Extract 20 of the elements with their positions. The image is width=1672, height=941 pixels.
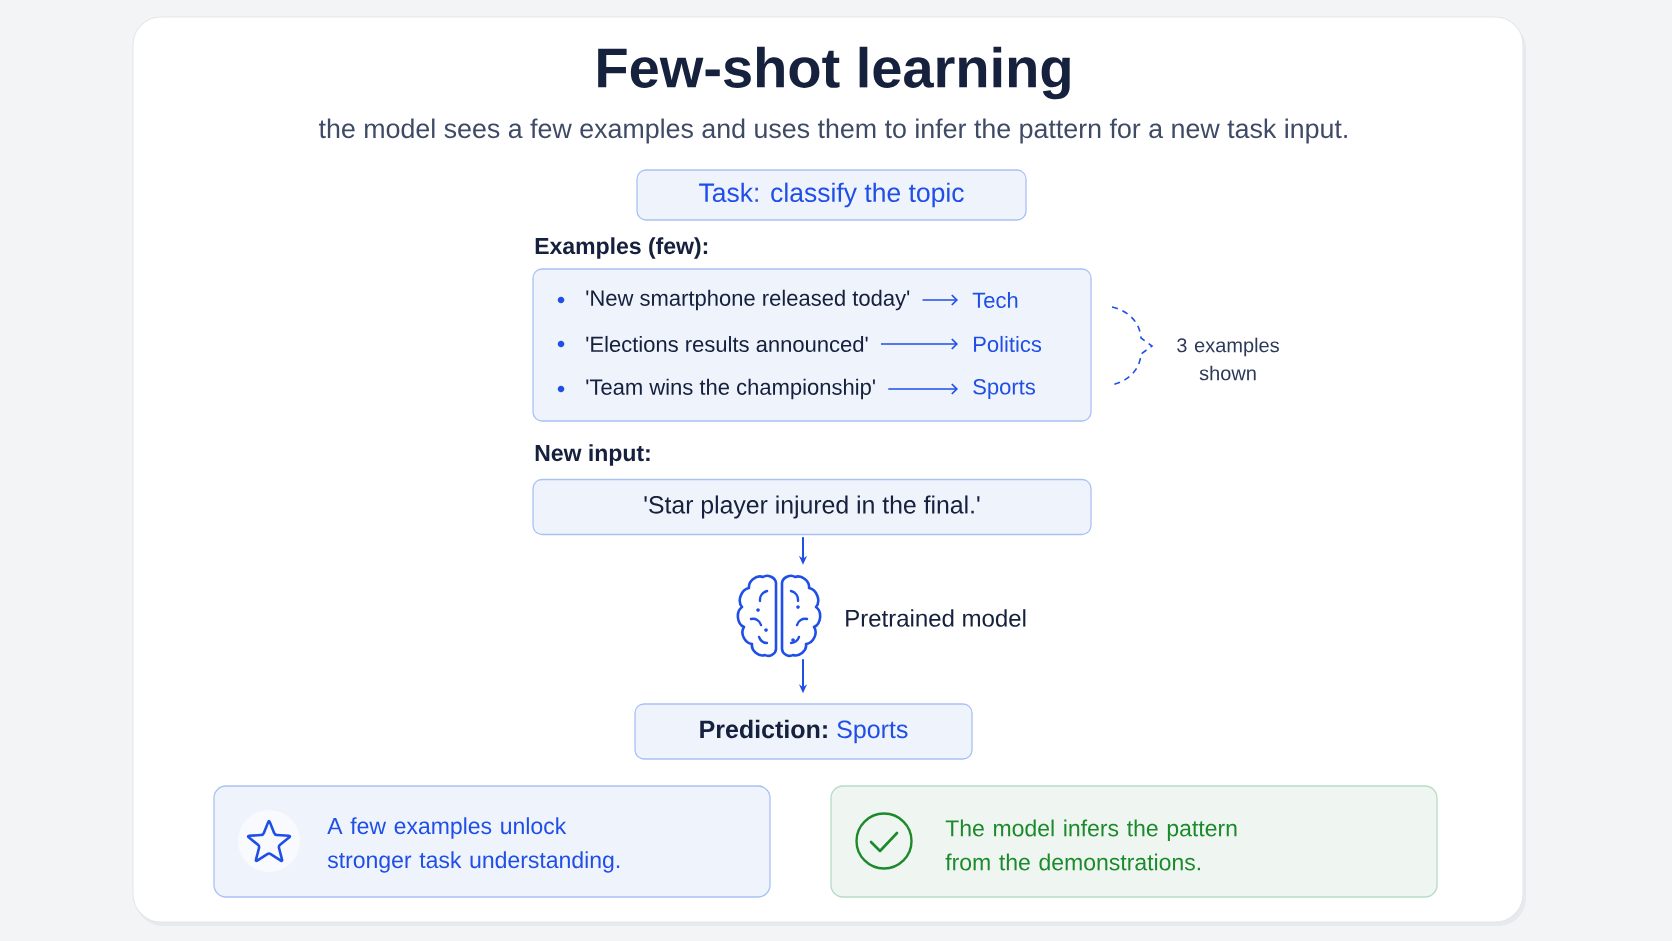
arrow bbox=[880, 338, 958, 350]
title: Few-shot learning bbox=[598, 46, 1070, 100]
prediction-box: Prediction: Sports bbox=[634, 703, 973, 760]
section-heading: Examples (few): bbox=[535, 237, 708, 259]
example-text: 'Elections results announced' bbox=[586, 335, 868, 353]
section-heading: New input: bbox=[535, 444, 650, 466]
example-text: 'New smartphone released today' bbox=[586, 289, 910, 311]
arrow bbox=[921, 294, 958, 306]
category-label: Politics bbox=[974, 335, 1042, 353]
category-label: Tech bbox=[972, 291, 1018, 309]
arrow bbox=[887, 383, 958, 395]
note-box: A few examples unlock stronger task understanding. bbox=[213, 785, 771, 898]
note-box: The model infers the pattern from the demonstrations. bbox=[830, 785, 1438, 898]
subtitle: the model sees a few examples and uses them to infer the pattern for a new task input. bbox=[319, 118, 1347, 144]
input-box: 'Star player injured in the final.' bbox=[532, 478, 1092, 536]
task-box: Task: classify the topic bbox=[636, 169, 1027, 221]
category-label: Sports bbox=[973, 379, 1035, 399]
annotation-text: 3 examples shown bbox=[1177, 337, 1279, 381]
model-label: Pretrained model bbox=[846, 609, 1026, 627]
example-text: 'Team wins the championship' bbox=[586, 378, 875, 400]
